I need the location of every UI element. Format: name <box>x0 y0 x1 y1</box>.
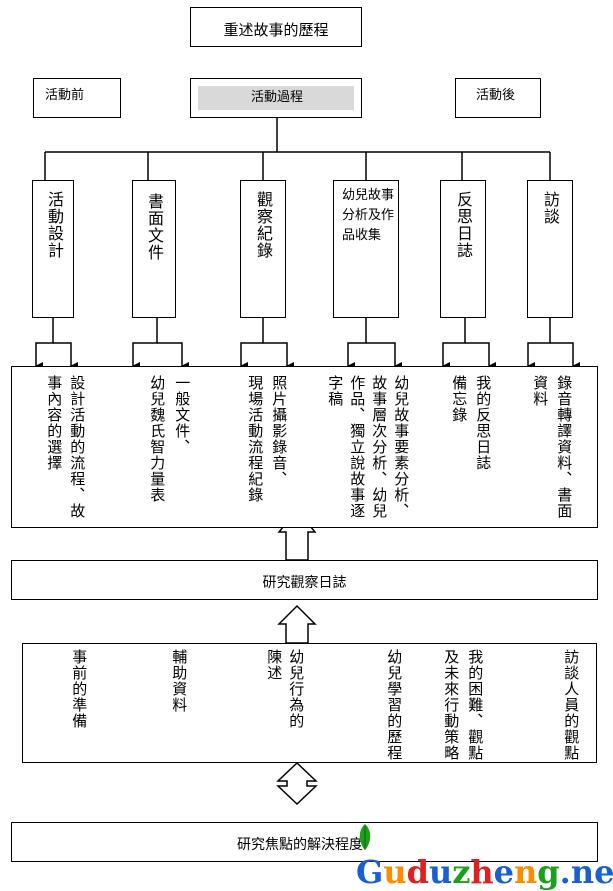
phase-after-box: 活動後 <box>455 78 541 118</box>
category-label: 書面文件 <box>145 193 164 261</box>
category-label: 訪談 <box>541 191 560 225</box>
category-reflection-log: 反思日誌 <box>440 180 486 318</box>
phase-during-box: 活動過程 <box>190 78 362 118</box>
journal-label: 研究觀察日誌 <box>262 575 347 591</box>
category-observation-records: 觀察紀錄 <box>240 180 286 318</box>
watermark-letter: u <box>428 853 453 891</box>
outcome-learning-process: 幼兒學習的歷程 <box>385 649 404 761</box>
category-label: 活動設計 <box>45 191 64 259</box>
watermark-letter: u <box>383 853 407 891</box>
outcome-interviewer-views: 訪談人員的觀點 <box>562 649 581 761</box>
detail-interviews-1: 錄音轉譯資料、書面 <box>555 375 574 519</box>
category-activity-design: 活動設計 <box>32 180 74 318</box>
detail-observation-2: 現場活動流程紀錄 <box>246 375 265 503</box>
watermark-text: Guduzheng.net <box>356 853 613 891</box>
detail-observation-1: 照片攝影錄音、 <box>270 375 289 487</box>
detail-activity-design-1: 設計活動的流程、故 <box>68 375 87 519</box>
category-interviews: 訪談 <box>527 180 573 318</box>
category-label: 幼兒故事分析及作品收集 <box>342 188 395 243</box>
result-box: 研究焦點的解決程度 <box>11 822 598 862</box>
detail-story-analysis-1: 幼兒故事要素分析、 <box>392 375 411 519</box>
phase-during-highlight <box>198 86 354 110</box>
category-story-analysis: 幼兒故事分析及作品收集 <box>333 180 399 318</box>
journal-box: 研究觀察日誌 <box>11 560 598 600</box>
phase-before-label: 活動前 <box>45 88 85 103</box>
phase-before-box: 活動前 <box>33 78 121 118</box>
details-box: 設計活動的流程、故 事內容的選擇 一般文件、 幼兒魏氏智力量表 照片攝影錄音、 … <box>11 366 598 528</box>
watermark-letter: z <box>452 853 471 891</box>
detail-reflection-1: 我的反思日誌 <box>474 375 493 471</box>
connector-lines <box>35 118 580 806</box>
watermark-letter: n <box>514 853 538 891</box>
result-label: 研究焦點的解決程度 <box>237 837 363 853</box>
outcomes-box: 訪談人員的觀點 我的困難、觀點 及未來行動策略 幼兒學習的歷程 幼兒行為的 陳述… <box>22 643 597 763</box>
watermark-logo: Guduzheng.net <box>356 815 613 891</box>
outcome-preparation: 事前的準備 <box>70 649 89 729</box>
watermark-letter: e <box>493 853 515 891</box>
category-label: 反思日誌 <box>454 191 473 259</box>
detail-story-analysis-4: 字稿 <box>326 375 345 407</box>
watermark-letter: h <box>470 853 494 891</box>
outcome-behavior-1: 幼兒行為的 <box>287 649 306 729</box>
watermark-leaf-icon <box>356 822 374 852</box>
title-box: 重述故事的歷程 <box>190 7 362 47</box>
category-label: 觀察紀錄 <box>254 191 273 259</box>
outcome-difficulties-1: 我的困難、觀點 <box>466 649 485 761</box>
phase-after-label: 活動後 <box>476 88 516 103</box>
detail-activity-design-2: 事內容的選擇 <box>45 375 64 471</box>
detail-written-docs-2: 幼兒魏氏智力量表 <box>148 375 167 503</box>
detail-story-analysis-3: 作品、獨立說故事逐 <box>348 375 367 519</box>
outcome-difficulties-2: 及未來行動策略 <box>442 649 461 761</box>
detail-reflection-2: 備忘錄 <box>450 375 469 423</box>
watermark-letter: G <box>356 853 384 891</box>
diagram-title: 重述故事的歷程 <box>223 21 329 39</box>
detail-written-docs-1: 一般文件、 <box>173 375 192 455</box>
outcome-behavior-2: 陳述 <box>265 649 284 681</box>
detail-interviews-2: 資料 <box>531 375 550 407</box>
watermark-suffix: .net <box>559 853 613 891</box>
watermark-letter: d <box>406 853 429 891</box>
outcome-supporting-data: 輔助資料 <box>170 649 189 713</box>
category-written-docs: 書面文件 <box>132 180 176 318</box>
phase-during-label: 活動過程 <box>251 90 304 105</box>
watermark-letter: g <box>537 853 560 891</box>
detail-story-analysis-2: 故事層次分析、幼兒 <box>370 375 389 519</box>
